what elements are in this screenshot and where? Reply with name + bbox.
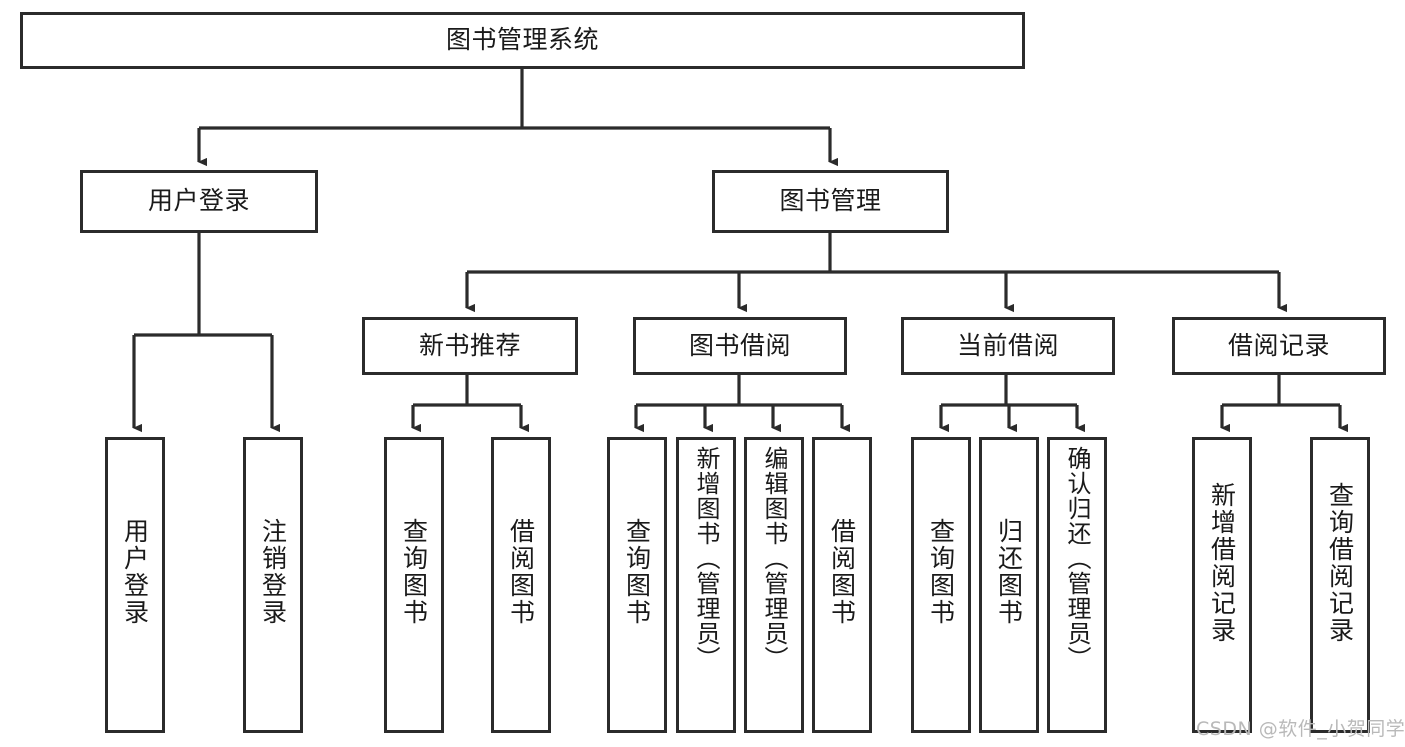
node-leaf-borrow-book-1[interactable]: 借阅图书	[491, 437, 551, 733]
node-root-label: 图书管理系统	[445, 25, 599, 55]
node-leaf-edit-book-label: 编辑图书（管理员）	[760, 446, 788, 671]
node-borrow-record[interactable]: 借阅记录	[1172, 317, 1386, 375]
node-leaf-query-book-3[interactable]: 查询图书	[911, 437, 971, 733]
node-user-login-label: 用户登录	[147, 186, 250, 216]
node-leaf-return-book[interactable]: 归还图书	[979, 437, 1039, 733]
node-user-login[interactable]: 用户登录	[80, 170, 318, 233]
node-current-borrow-label: 当前借阅	[956, 330, 1059, 360]
node-leaf-borrow-book-1-label: 借阅图书	[506, 518, 536, 626]
node-leaf-add-book[interactable]: 新增图书（管理员）	[676, 437, 736, 733]
node-book-manage[interactable]: 图书管理	[712, 170, 949, 233]
node-leaf-query-record-label: 查询借阅记录	[1325, 482, 1355, 644]
node-leaf-user-logout-label: 注销登录	[258, 518, 288, 626]
node-leaf-user-logout[interactable]: 注销登录	[243, 437, 303, 733]
node-leaf-add-book-label: 新增图书（管理员）	[692, 446, 720, 671]
node-borrow-record-label: 借阅记录	[1227, 330, 1330, 360]
node-leaf-add-record-label: 新增借阅记录	[1207, 482, 1237, 644]
node-root[interactable]: 图书管理系统	[20, 12, 1025, 69]
node-leaf-query-book-2-label: 查询图书	[622, 518, 652, 626]
node-book-manage-label: 图书管理	[779, 186, 882, 216]
node-new-book-rec-label: 新书推荐	[418, 330, 521, 360]
node-leaf-borrow-book-2-label: 借阅图书	[827, 518, 857, 626]
node-leaf-borrow-book-2[interactable]: 借阅图书	[812, 437, 872, 733]
node-leaf-return-book-label: 归还图书	[994, 518, 1024, 626]
node-leaf-confirm-return[interactable]: 确认归还（管理员）	[1047, 437, 1107, 733]
node-leaf-user-login-label: 用户登录	[120, 518, 150, 626]
node-leaf-query-book-1-label: 查询图书	[399, 518, 429, 626]
node-leaf-query-record[interactable]: 查询借阅记录	[1310, 437, 1370, 733]
node-leaf-query-book-3-label: 查询图书	[926, 518, 956, 626]
node-leaf-add-record[interactable]: 新增借阅记录	[1192, 437, 1252, 733]
node-current-borrow[interactable]: 当前借阅	[901, 317, 1115, 375]
node-book-borrow-label: 图书借阅	[688, 330, 791, 360]
node-leaf-query-book-1[interactable]: 查询图书	[384, 437, 444, 733]
node-leaf-query-book-2[interactable]: 查询图书	[607, 437, 667, 733]
node-leaf-edit-book[interactable]: 编辑图书（管理员）	[744, 437, 804, 733]
node-book-borrow[interactable]: 图书借阅	[633, 317, 847, 375]
node-leaf-confirm-return-label: 确认归还（管理员）	[1063, 446, 1091, 671]
node-leaf-user-login[interactable]: 用户登录	[105, 437, 165, 733]
node-new-book-rec[interactable]: 新书推荐	[362, 317, 578, 375]
csdn-watermark: CSDN @软件_小贺同学	[1196, 718, 1405, 740]
